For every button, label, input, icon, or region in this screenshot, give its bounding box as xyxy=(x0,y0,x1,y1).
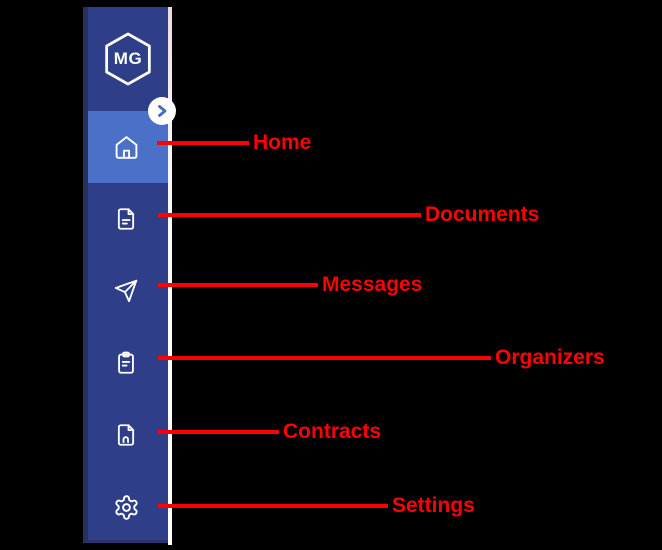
document-icon xyxy=(113,206,139,232)
callout-line xyxy=(158,356,491,360)
sidebar-item-contracts[interactable] xyxy=(88,399,168,471)
callout-messages: Messages xyxy=(158,271,422,299)
clipboard-icon xyxy=(113,350,139,376)
page-edge-strip xyxy=(168,7,172,545)
callout-line xyxy=(157,141,249,145)
callout-documents: Documents xyxy=(158,201,539,229)
callout-home: Home xyxy=(157,129,311,157)
callout-label: Settings xyxy=(392,494,475,517)
callout-line xyxy=(158,283,318,287)
hexagon-outline-icon xyxy=(105,32,151,86)
logo-area: MG xyxy=(88,7,168,111)
gear-icon xyxy=(113,494,140,521)
paper-plane-icon xyxy=(113,278,139,304)
sidebar-item-settings[interactable] xyxy=(88,471,168,543)
callout-line xyxy=(158,213,421,217)
callout-label: Messages xyxy=(322,273,423,296)
logo-text: MG xyxy=(113,49,143,68)
callout-settings: Settings xyxy=(158,492,475,520)
sidebar-expand-button[interactable] xyxy=(148,97,176,125)
sidebar-item-documents[interactable] xyxy=(88,183,168,255)
chevron-right-icon xyxy=(158,105,167,117)
contract-file-icon xyxy=(113,422,139,448)
callout-line xyxy=(158,430,279,434)
callout-contracts: Contracts xyxy=(158,418,381,446)
callout-label: Organizers xyxy=(495,346,605,369)
callout-label: Documents xyxy=(425,203,540,226)
callout-organizers: Organizers xyxy=(158,344,605,372)
callout-label: Contracts xyxy=(283,420,382,443)
callout-line xyxy=(158,504,388,508)
sidebar: MG xyxy=(83,7,168,543)
sidebar-item-messages[interactable] xyxy=(88,255,168,327)
logo-hexagon[interactable]: MG xyxy=(102,31,154,87)
home-icon xyxy=(113,134,140,161)
sidebar-item-organizers[interactable] xyxy=(88,327,168,399)
callout-label: Home xyxy=(253,131,312,154)
